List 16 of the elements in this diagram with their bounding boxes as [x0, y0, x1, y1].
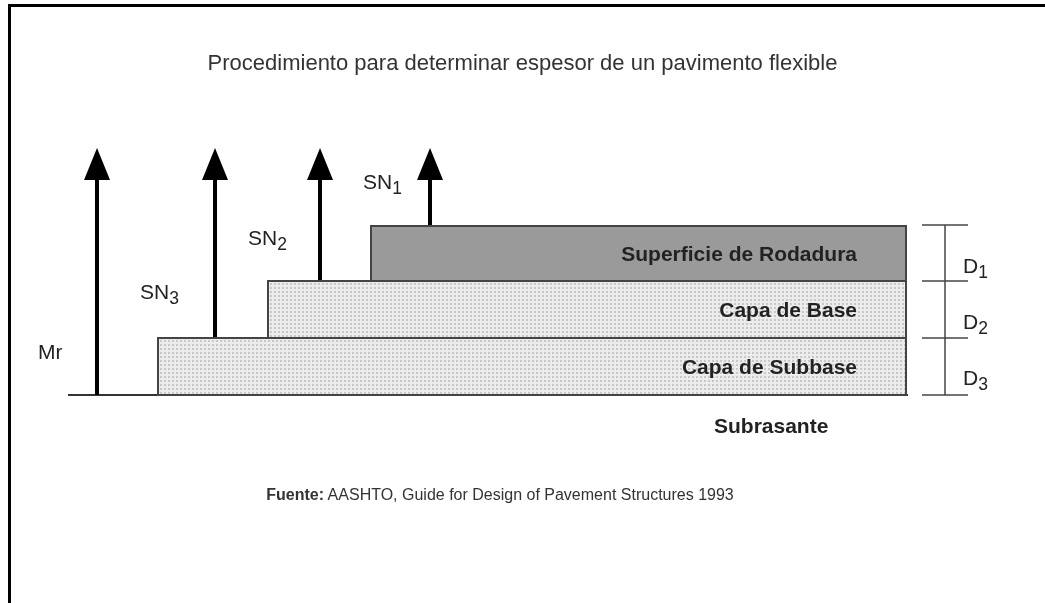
- pavement-layer: [370, 225, 907, 282]
- layer-coefficient: SN$_{1}$: [363, 170, 402, 200]
- layer-name: Superficie de Rodadura: [621, 241, 857, 266]
- layer-coefficient: SN$_{3}$: [140, 280, 179, 310]
- thickness-label: D$_{2}$: [963, 310, 988, 340]
- subgrade-label: Subrasante: [714, 414, 829, 438]
- source-caption: Fuente: AASHTO, Guide for Design of Pavement Structures 1993: [265, 486, 735, 504]
- pavement-layer: [267, 280, 907, 339]
- diagram-title: Procedimiento para determinar espesor de un pavimento flexible: [206, 50, 839, 76]
- thickness-label: D$_{1}$: [963, 254, 988, 284]
- thickness-label: D$_{3}$: [963, 366, 988, 396]
- layer-name: Capa de Base: [719, 297, 857, 322]
- modulus-label: Mr: [38, 340, 63, 364]
- layer-coefficient: SN$_{2}$: [248, 226, 287, 256]
- pavement-layer: [157, 337, 907, 396]
- layer-name: Capa de Subbase: [681, 354, 857, 379]
